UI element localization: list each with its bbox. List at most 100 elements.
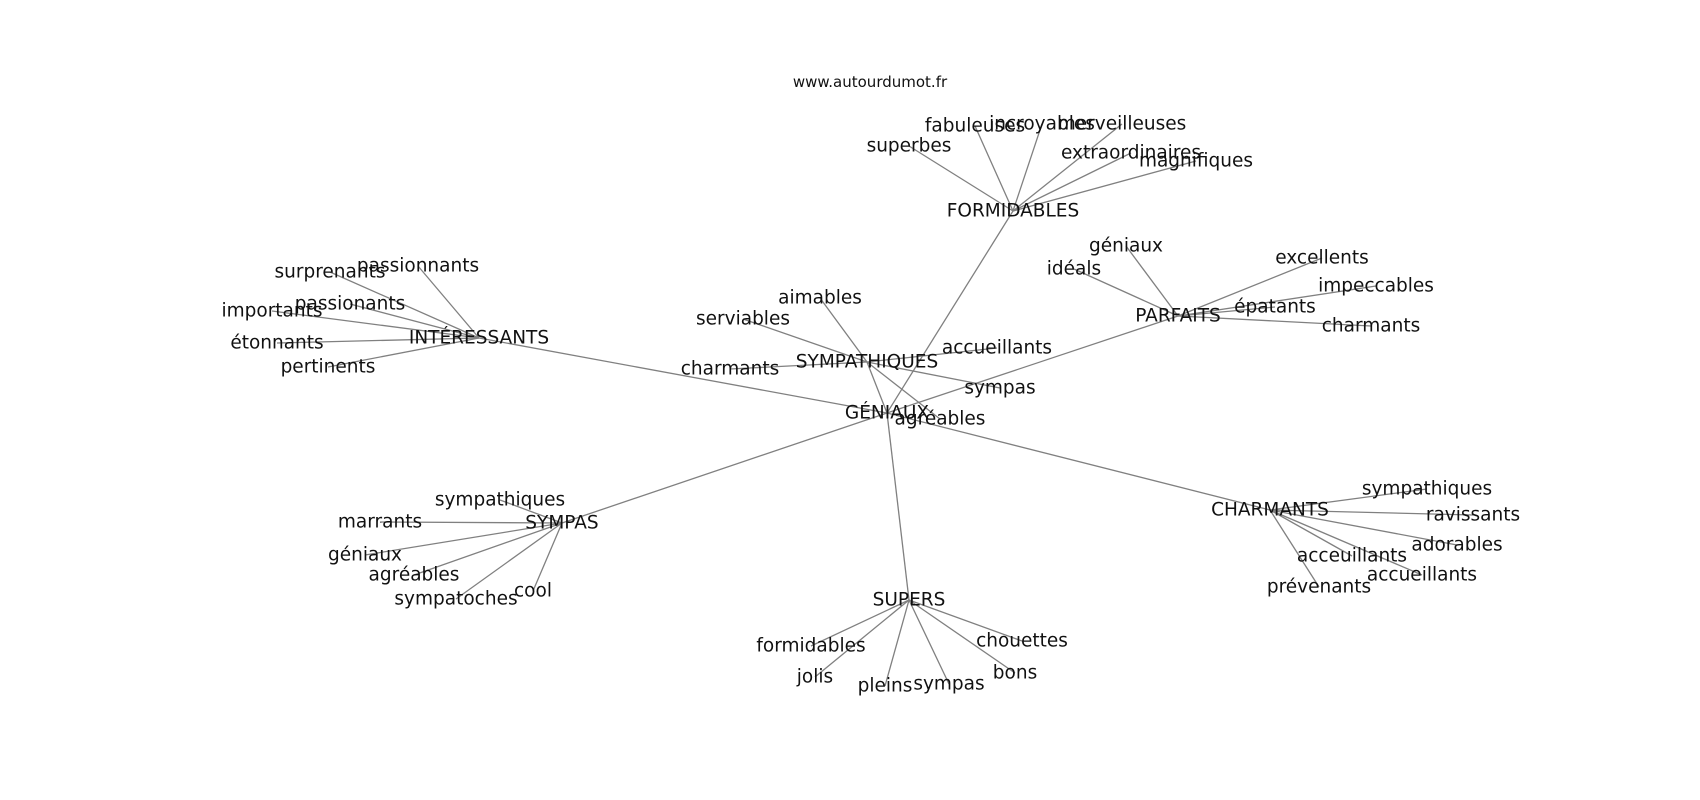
edge-hub-leaf <box>884 599 910 687</box>
leaf-node: chouettes <box>976 631 1068 652</box>
leaf-node: surprenants <box>275 262 386 283</box>
leaf-node: serviables <box>696 309 790 330</box>
leaf-node: pleins <box>858 676 913 697</box>
leaf-node: incroyables <box>989 114 1095 135</box>
leaf-node: marrants <box>338 512 422 533</box>
edge-hub-leaf <box>814 599 910 678</box>
hub-node: PARFAITS <box>1135 306 1221 327</box>
leaf-node: agréables <box>895 409 986 430</box>
leaf-node: superbes <box>867 136 952 157</box>
leaf-node: passionnants <box>357 256 479 277</box>
edge-hub-leaf <box>742 318 868 363</box>
edges <box>271 123 1474 687</box>
edge-hub-leaf <box>1012 152 1132 212</box>
leaf-node: impeccables <box>1318 276 1434 297</box>
edge-hub-leaf <box>1177 285 1377 317</box>
edge-hub-leaf <box>908 599 950 685</box>
leaf-node: aimables <box>778 288 862 309</box>
leaf-node: formidables <box>756 636 865 657</box>
edge-hub-leaf <box>413 522 563 576</box>
leaf-node: agréables <box>369 565 460 586</box>
edge-hub-leaf <box>1012 123 1123 212</box>
leaf-node: sympatoches <box>394 589 517 610</box>
edge-hub-leaf <box>1125 245 1179 317</box>
edge-hub-leaf <box>1269 509 1423 576</box>
leaf-node: charmants <box>681 359 780 380</box>
leaf-node: excellents <box>1275 248 1369 269</box>
leaf-node: sympathiques <box>1362 479 1492 500</box>
leaf-node: fabuleuses <box>925 116 1025 137</box>
edge-hub-leaf <box>1269 509 1353 557</box>
hub-node: SUPERS <box>873 590 946 611</box>
edge-hub-leaf <box>1177 306 1276 317</box>
hub-node: FORMIDABLES <box>947 201 1079 222</box>
edge-hub-leaf <box>379 521 563 524</box>
edge-hub-leaf <box>364 522 563 556</box>
leaf-node: géniaux <box>1089 236 1163 257</box>
leaf-node: accueillants <box>942 338 1052 359</box>
edge-center-hub <box>866 361 888 414</box>
edge-hub-leaf <box>1012 123 1043 212</box>
edge-hub-leaf <box>908 145 1014 212</box>
edge-hub-leaf <box>1269 509 1474 516</box>
edge-hub-leaf <box>271 310 480 339</box>
edge-hub-leaf <box>1269 488 1428 511</box>
leaf-node: merveilleuses <box>1058 114 1187 135</box>
leaf-node: prévenants <box>1267 577 1371 598</box>
edge-center-hub <box>886 412 910 601</box>
leaf-node: magnifiques <box>1139 151 1253 172</box>
leaf-node: charmants <box>1322 316 1421 337</box>
edge-hub-leaf <box>819 297 868 363</box>
leaf-node: géniaux <box>328 545 402 566</box>
edge-hub-leaf <box>276 337 480 344</box>
edge-hub-leaf <box>329 271 480 339</box>
leaf-node: importants <box>221 301 322 322</box>
leaf-node: sympas <box>964 378 1035 399</box>
hub-node: CHARMANTS <box>1211 500 1329 521</box>
hub-node: SYMPAS <box>525 513 598 534</box>
edge-hub-leaf <box>499 499 563 524</box>
edge-center-hub <box>561 412 888 524</box>
leaf-node: bons <box>993 663 1037 684</box>
edge-hub-leaf <box>866 361 1001 389</box>
edge-hub-leaf <box>908 599 1023 642</box>
leaf-node: étonnants <box>230 333 323 354</box>
nodes: superbesfabuleusesincroyablesmerveilleus… <box>221 114 1520 697</box>
leaf-node: acceuillants <box>1297 546 1407 567</box>
edge-hub-leaf <box>974 125 1014 212</box>
edge-hub-leaf <box>1269 509 1458 546</box>
leaf-node: pertinents <box>281 357 376 378</box>
leaf-node: ravissants <box>1426 505 1520 526</box>
edge-center-hub <box>886 412 1271 511</box>
leaf-node: adorables <box>1411 535 1502 556</box>
edge-hub-leaf <box>908 599 1016 674</box>
leaf-node: cool <box>514 581 552 602</box>
leaf-node: extraordinaires <box>1061 143 1201 164</box>
edge-hub-leaf <box>810 599 910 647</box>
leaf-node: idéals <box>1047 259 1101 280</box>
leaf-node: accueillants <box>1367 565 1477 586</box>
leaf-node: sympathiques <box>435 490 565 511</box>
leaf-node: épatants <box>1234 297 1316 318</box>
hub-node: SYMPATHIQUES <box>796 352 938 373</box>
edge-hub-leaf <box>349 303 480 339</box>
edge-hub-leaf <box>866 361 941 420</box>
edge-center-hub <box>886 315 1179 414</box>
edge-hub-leaf <box>729 361 868 370</box>
leaf-node: sympas <box>913 674 984 695</box>
edge-hub-leaf <box>532 522 563 592</box>
edge-hub-leaf <box>866 347 998 363</box>
edge-hub-leaf <box>1177 315 1372 327</box>
center-node: GÉNIAUX <box>845 402 930 424</box>
source-label: www.autourdumot.fr <box>793 73 948 91</box>
edge-hub-leaf <box>1177 257 1323 317</box>
edge-hub-leaf <box>1269 509 1320 588</box>
edge-hub-leaf <box>1073 268 1179 317</box>
edge-center-hub <box>478 337 888 414</box>
leaf-node: passionants <box>295 294 406 315</box>
edge-hub-leaf <box>327 337 480 368</box>
edge-hub-leaf <box>1012 160 1197 212</box>
edge-hub-leaf <box>417 265 480 339</box>
edge-center-hub <box>886 210 1014 414</box>
